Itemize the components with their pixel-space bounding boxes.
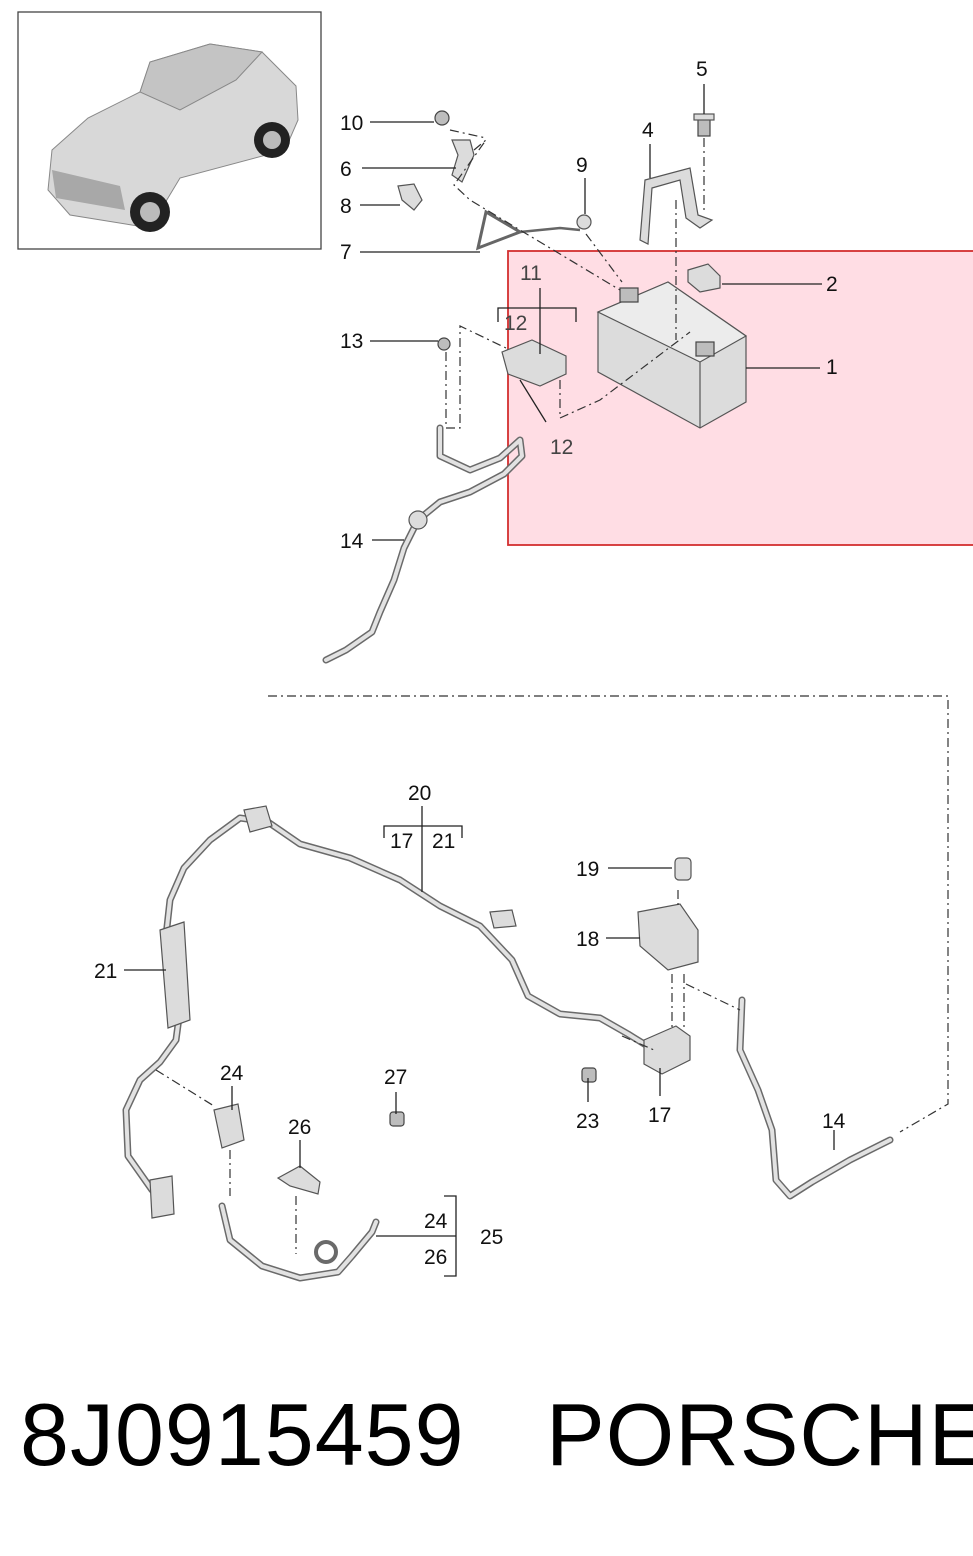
callout-4: 4 bbox=[642, 119, 654, 142]
callout-18: 18 bbox=[576, 928, 599, 951]
battery-part bbox=[596, 281, 748, 429]
strap-part bbox=[475, 209, 524, 251]
callout-17-bottom: 17 bbox=[648, 1104, 671, 1127]
relay-part bbox=[213, 1103, 245, 1149]
callout-24-bottom: 24 bbox=[424, 1210, 448, 1233]
callout-14-upper: 14 bbox=[340, 530, 364, 553]
callout-17-top: 17 bbox=[390, 830, 413, 853]
callout-13: 13 bbox=[340, 330, 363, 353]
mount-bracket-part bbox=[276, 1165, 321, 1195]
callout-23: 23 bbox=[576, 1110, 599, 1133]
callout-5: 5 bbox=[696, 58, 708, 81]
nut-13-part bbox=[437, 337, 451, 351]
part-number: 8J0915459 bbox=[20, 1385, 465, 1484]
callout-9: 9 bbox=[576, 154, 588, 177]
callout-14-lower: 14 bbox=[822, 1110, 846, 1133]
callout-20: 20 bbox=[408, 782, 431, 805]
grommet-part bbox=[389, 1111, 405, 1127]
callout-2: 2 bbox=[826, 273, 838, 296]
brand-name: PORSCHE bbox=[546, 1385, 973, 1484]
callout-25: 25 bbox=[480, 1226, 503, 1249]
callout-24-top: 24 bbox=[220, 1062, 244, 1085]
hold-down-strap-part bbox=[639, 167, 714, 245]
callout-21-top: 21 bbox=[432, 830, 455, 853]
callout-11: 11 bbox=[520, 262, 542, 285]
callout-7: 7 bbox=[340, 241, 352, 264]
car-thumbnail-icon bbox=[17, 11, 322, 250]
callout-10: 10 bbox=[340, 112, 363, 135]
callout-12-top: 12 bbox=[504, 312, 527, 335]
fuse-box-part bbox=[643, 1025, 691, 1075]
nut-part bbox=[576, 214, 592, 230]
callout-21-left: 21 bbox=[94, 960, 117, 983]
bolt-part bbox=[693, 113, 715, 137]
plug-part bbox=[581, 1067, 597, 1083]
clip-part bbox=[434, 110, 450, 126]
callout-6: 6 bbox=[340, 158, 352, 181]
callout-27: 27 bbox=[384, 1066, 407, 1089]
callout-8: 8 bbox=[340, 195, 352, 218]
cable-clip-part bbox=[397, 183, 423, 211]
callout-26-top: 26 bbox=[288, 1116, 311, 1139]
callout-12-bottom: 12 bbox=[550, 436, 573, 459]
holder-part bbox=[637, 903, 699, 971]
bracket-part bbox=[451, 139, 475, 183]
terminal-cover-part bbox=[687, 263, 721, 293]
callout-19: 19 bbox=[576, 858, 599, 881]
cap-part bbox=[674, 857, 692, 881]
terminal-part bbox=[501, 339, 567, 387]
callout-26-bottom: 26 bbox=[424, 1246, 447, 1269]
callout-1: 1 bbox=[826, 356, 838, 379]
